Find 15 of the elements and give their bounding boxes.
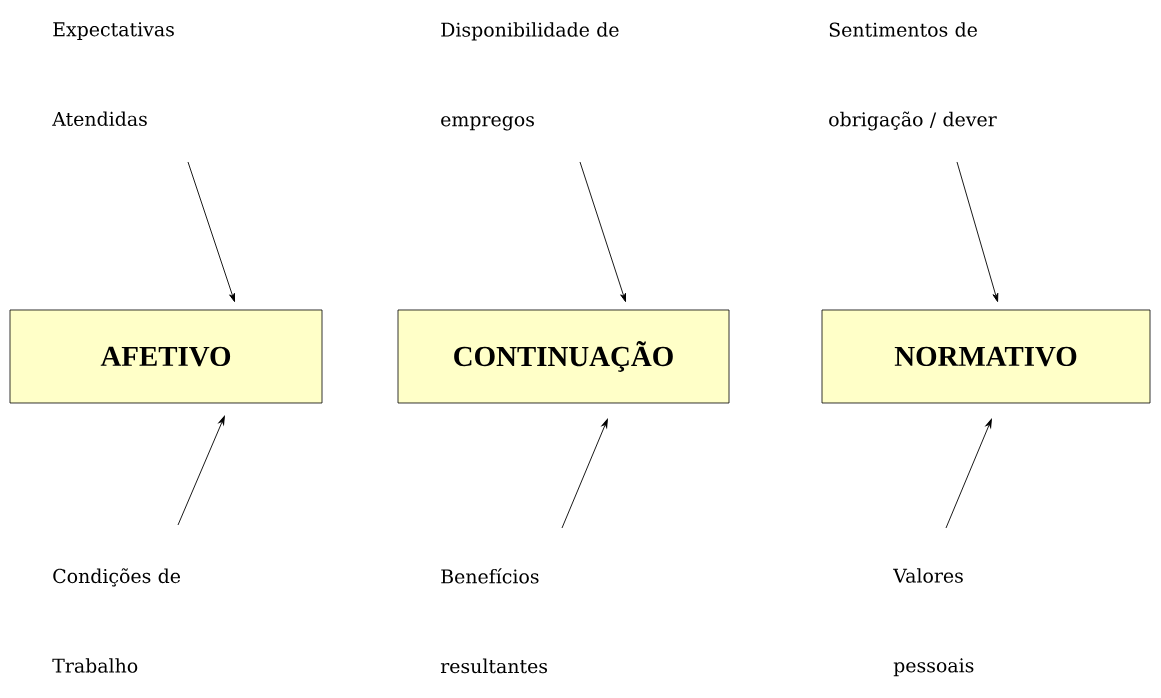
- arrow: [561, 418, 608, 529]
- factor-label: Disponibilidade de empregos: [441, 22, 619, 131]
- factor-label: Sentimentos de obrigação / dever: [829, 22, 997, 131]
- arrow: [956, 161, 999, 302]
- factor-label: Condições de Trabalho: [52, 568, 181, 673]
- arrow: [945, 418, 992, 529]
- arrow: [579, 161, 626, 303]
- factor-label: Benefícios resultantes: [440, 568, 548, 674]
- process-box: CONTINUAÇÃO: [397, 309, 730, 404]
- factor-label: Valores pessoais: [893, 568, 974, 677]
- process-box: AFETIVO: [9, 309, 323, 404]
- process-box: NORMATIVO: [821, 309, 1151, 404]
- arrow: [187, 161, 235, 303]
- arrow: [177, 415, 225, 526]
- factor-label: Expectativas Atendidas: [52, 22, 174, 127]
